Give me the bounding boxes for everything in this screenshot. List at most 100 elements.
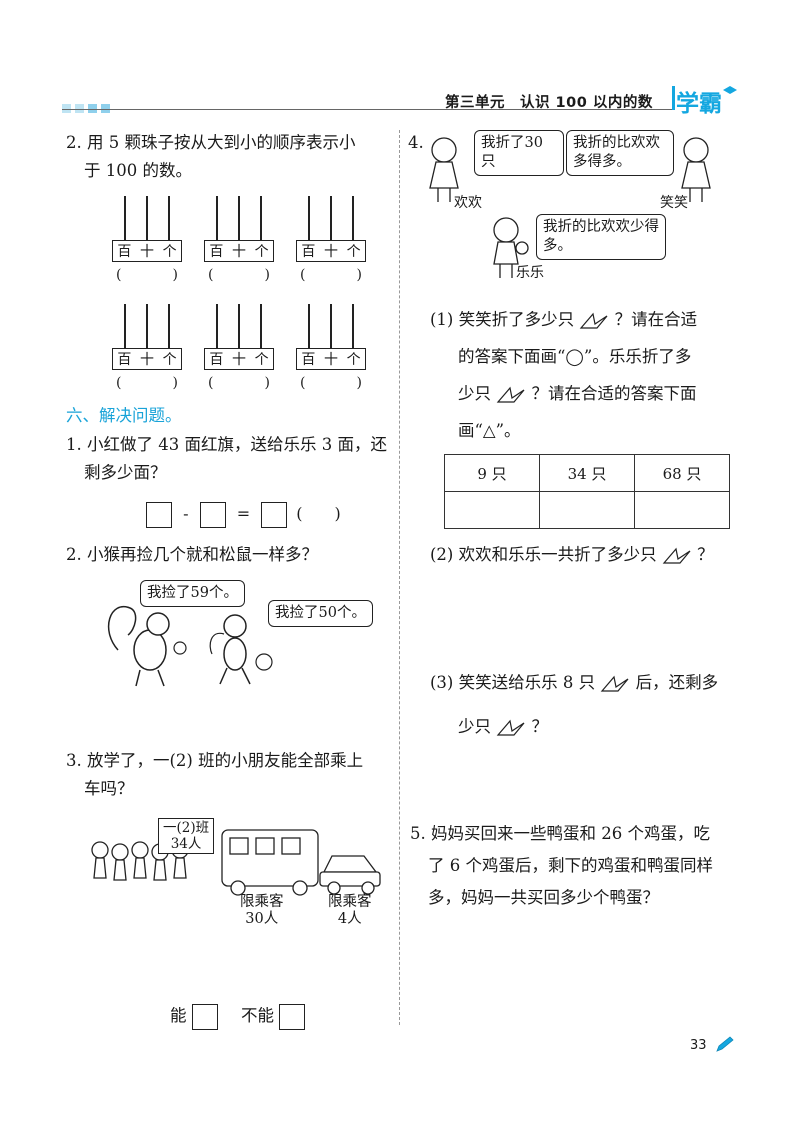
abacus-label-hundreds: 百 (301, 244, 316, 260)
answer-paren-close[interactable]: ) (356, 375, 362, 391)
p1-line1: 1. 小红做了 43 面红旗，送给乐乐 3 面，还 (66, 435, 387, 454)
name-lele: 乐乐 (516, 265, 544, 281)
answer-paren-open: ( (116, 267, 122, 283)
abacus-label-tens: 十 (231, 352, 246, 368)
paper-crane-icon (662, 547, 691, 564)
equation-box-2[interactable] (199, 501, 226, 528)
abacus-label-ones: 个 (254, 244, 269, 260)
answer-cell[interactable] (634, 491, 730, 529)
abacus-label-ones: 个 (254, 352, 269, 368)
p1-equation: - = ( ) (146, 500, 341, 528)
option-yes-box[interactable] (191, 1003, 218, 1030)
bus-car-illustration (91, 826, 381, 896)
table-answer-row (444, 491, 730, 529)
p5-line2: 了 6 个鸡蛋后，剩下的鸡蛋和鸭蛋同样 (428, 856, 713, 875)
equation-box-3[interactable] (261, 501, 288, 528)
unit-paren[interactable]: ( ) (296, 504, 341, 523)
lele-speech-bubble: 我折的比欢欢少得多。 (536, 214, 666, 260)
car-capacity-line2: 4人 (337, 911, 362, 927)
sub3-line2-b: ？ (531, 717, 549, 736)
sign-line2: 34人 (170, 836, 202, 852)
abacus-6: 百十个 () (296, 304, 366, 404)
answer-cell[interactable] (444, 491, 540, 529)
car-capacity: 限乘客 4人 (328, 894, 372, 928)
abacus-label-ones: 个 (162, 244, 177, 260)
abacus-label-tens: 十 (139, 352, 154, 368)
monkey-speech-bubble: 我捡了50个。 (268, 600, 373, 627)
children-illustration (429, 137, 711, 278)
abacus-2: 百十个 () (204, 196, 274, 296)
answer-cell[interactable] (539, 491, 635, 529)
sub1-line3-a: 少只 (458, 384, 491, 403)
sub1-text-a: (1) 笑笑折了多少只 (430, 310, 575, 329)
huanhuan-speech-bubble: 我折了30只 (474, 130, 564, 176)
q2-abacus-line1: 2. 用 5 颗珠子按从大到小的顺序表示小 (66, 133, 356, 152)
answer-paren-close[interactable]: ) (264, 267, 270, 283)
abacus-4: 百十个 () (112, 304, 182, 404)
graduation-cap-icon (723, 86, 737, 94)
header-rule (62, 109, 672, 110)
p5-line3: 多，妈妈一共买回多少个鸭蛋？ (428, 888, 659, 907)
table-header-cell: 9 只 (444, 454, 540, 492)
answer-paren-close[interactable]: ) (172, 375, 178, 391)
p4-number: 4. (408, 133, 424, 152)
abacus-label-ones: 个 (346, 352, 361, 368)
p4-sub1-line1: (1) 笑笑折了多少只 ？请在合适 (430, 303, 697, 337)
table-header-cell: 34 只 (539, 454, 635, 492)
p4-sub2: (2) 欢欢和乐乐一共折了多少只 ？ (430, 540, 714, 570)
answer-paren-open: ( (300, 267, 306, 283)
p3-answer-options: 能 不能 (170, 1002, 306, 1030)
bus-capacity: 限乘客 30人 (240, 894, 284, 928)
answer-paren-open: ( (208, 375, 214, 391)
option-no-label: 不能 (241, 1006, 274, 1025)
page-number: 33 (690, 1038, 707, 1053)
equals-sign: = (236, 504, 251, 523)
equation-box-1[interactable] (146, 501, 172, 528)
sub3-line2-a: 少只 (458, 717, 491, 736)
brand-bar (672, 86, 675, 110)
abacus-3: 百十个 () (296, 196, 366, 296)
p4-sub1-line2: 的答案下面画“◯”。乐乐折了多 (458, 347, 692, 366)
abacus-label-tens: 十 (323, 352, 338, 368)
answer-paren-close[interactable]: ) (356, 267, 362, 283)
answer-paren-close[interactable]: ) (172, 267, 178, 283)
abacus-label-tens: 十 (323, 244, 338, 260)
class-sign: 一(2)班 34人 (158, 818, 215, 854)
squirrel-monkey-illustration (107, 605, 273, 687)
q2-abacus-line2: 于 100 的数。 (84, 161, 192, 180)
option-yes-label: 能 (170, 1006, 187, 1025)
sub3-text-a: (3) 笑笑送给乐乐 8 只 (430, 673, 596, 692)
minus-sign: - (183, 504, 189, 523)
abacus-label-hundreds: 百 (209, 244, 224, 260)
answer-paren-open: ( (116, 375, 122, 391)
p3-line2: 车吗？ (84, 779, 134, 798)
p4-sub3-line1: (3) 笑笑送给乐乐 8 只 后，还剩多 (430, 668, 718, 698)
paper-crane-icon (496, 719, 525, 736)
sign-line1: 一(2)班 (163, 820, 210, 836)
answer-paren-close[interactable]: ) (264, 375, 270, 391)
column-divider (399, 130, 400, 1025)
abacus-label-tens: 十 (139, 244, 154, 260)
abacus-label-hundreds: 百 (209, 352, 224, 368)
bus-capacity-line1: 限乘客 (240, 894, 284, 910)
abacus-label-ones: 个 (346, 244, 361, 260)
p5-line1: 5. 妈妈买回来一些鸭蛋和 26 个鸡蛋，吃 (410, 824, 710, 843)
abacus-label-hundreds: 百 (301, 352, 316, 368)
paper-crane-icon (601, 675, 629, 692)
sub2-text-b: ？ (697, 545, 714, 564)
p1-line2: 剩多少面？ (84, 463, 167, 482)
p2-text: 2. 小猴再捡几个就和松鼠一样多？ (66, 545, 318, 564)
xiaoxiao-speech-bubble: 我折的比欢欢多得多。 (566, 130, 674, 176)
option-no-box[interactable] (279, 1003, 306, 1030)
abacus-label-hundreds: 百 (117, 244, 132, 260)
p3-line1: 3. 放学了，一(2) 班的小朋友能全部乘上 (66, 751, 364, 770)
p4-sub3-line2: 少只 ？ (458, 712, 548, 742)
unit-title: 第三单元 认识 100 以内的数 (445, 95, 653, 111)
p4-sub1-line3: 少只 ？请在合适的答案下面 (458, 377, 697, 411)
name-huanhuan: 欢欢 (454, 195, 482, 211)
abacus-5: 百十个 () (204, 304, 274, 404)
abacus-label-hundreds: 百 (117, 352, 132, 368)
pencil-icon (716, 1036, 734, 1052)
table-header-cell: 68 只 (634, 454, 730, 492)
table-header-row: 9 只 34 只 68 只 (444, 454, 730, 492)
